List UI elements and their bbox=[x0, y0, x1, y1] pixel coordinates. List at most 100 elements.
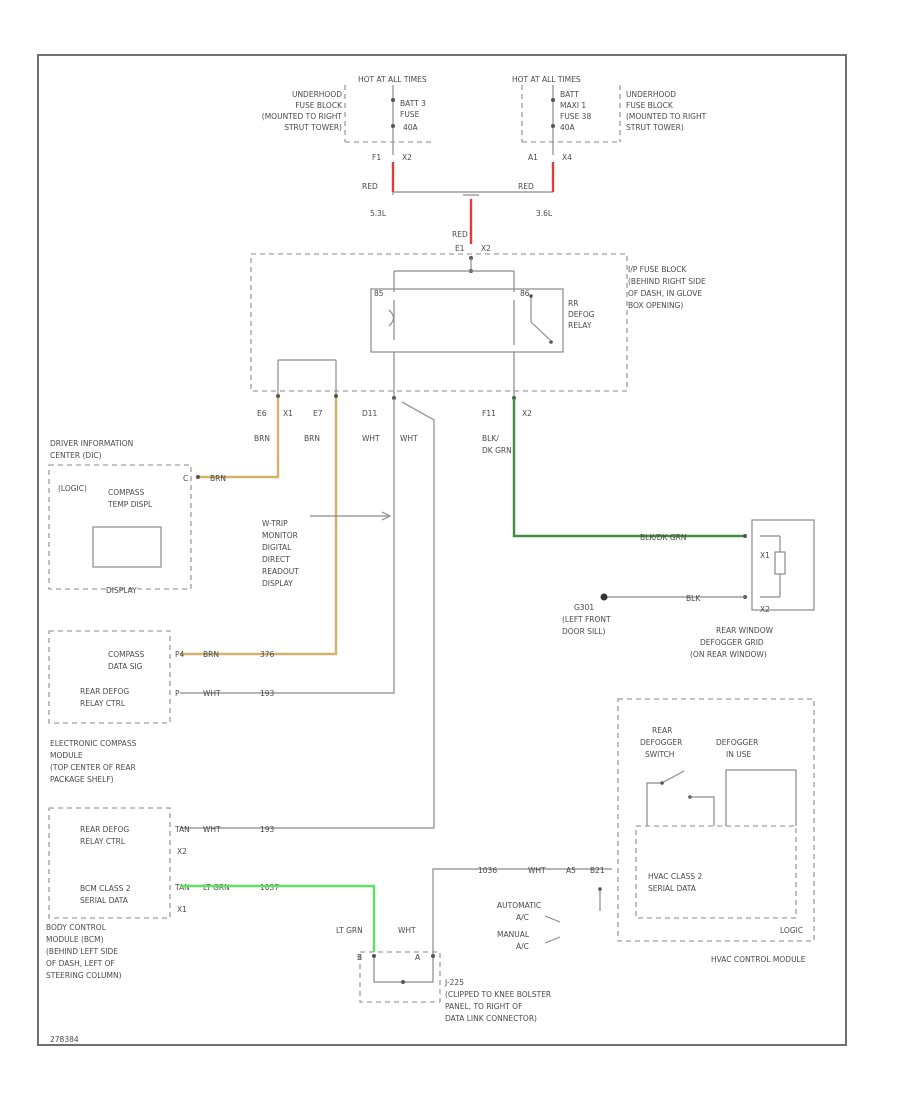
pin-center-b: X2 bbox=[481, 244, 491, 253]
pin-center-a: E1 bbox=[455, 244, 465, 253]
splice-pin-b: B bbox=[357, 953, 362, 962]
red-label-right: RED bbox=[518, 182, 534, 191]
wire-blk-2: DK GRN bbox=[482, 446, 512, 455]
ecm-title-2: MODULE bbox=[50, 751, 83, 760]
ip-desc-3: OF DASH, IN GLOVE bbox=[628, 289, 702, 298]
green-wire-grid bbox=[512, 398, 745, 538]
fuse-left-name-3: 40A bbox=[403, 123, 419, 132]
ip-desc-4: BOX OPENING) bbox=[628, 301, 683, 310]
bcm-w2-b: LT GRN bbox=[203, 883, 230, 892]
wire-wht-2: WHT bbox=[400, 434, 418, 443]
trip-1: W-TRIP bbox=[262, 519, 288, 528]
ecm-compass-1: COMPASS bbox=[108, 650, 145, 659]
splice-pin-a: A bbox=[415, 953, 421, 962]
red-label-left: RED bbox=[362, 182, 378, 191]
hvac-control-module: 1036 WHT A5 B21 AUTOMATIC A/C MANUAL A/C… bbox=[478, 698, 815, 964]
bcm-pin-x1: X1 bbox=[177, 905, 187, 914]
ecm-w1a: BRN bbox=[203, 650, 219, 659]
fuse-right-name-1: BATT bbox=[560, 90, 579, 99]
splice-j225: LT GRN WHT B A J-225 (CLIPPED TO KNEE BO… bbox=[336, 926, 551, 1023]
grid-title-2: DEFOGGER GRID bbox=[700, 638, 764, 647]
driver-information-center: DRIVER INFORMATION CENTER (DIC) C BRN (L… bbox=[48, 439, 226, 595]
splice-wht: WHT bbox=[398, 926, 416, 935]
bcm-pin-x2: X2 bbox=[177, 847, 187, 856]
dic-wire-brn: BRN bbox=[210, 474, 226, 483]
grid-wire: BLK/DK GRN bbox=[640, 533, 686, 542]
wire-wht-1: WHT bbox=[362, 434, 380, 443]
bcm-w1-c: 193 bbox=[260, 825, 275, 834]
hvac-serial-1: HVAC CLASS 2 bbox=[648, 872, 703, 881]
hvac-manual-2: A/C bbox=[516, 942, 529, 951]
dic-conn: C bbox=[183, 474, 188, 483]
trip-5: READOUT bbox=[262, 567, 299, 576]
ip-fuse-block: 85 86 RR DEFOG RELAY I/P FUSE BLOCK (BEH… bbox=[250, 253, 706, 418]
body-control-module: REAR DEFOG RELAY CTRL BCM CLASS 2 SERIAL… bbox=[46, 807, 279, 980]
pin-right-b: X4 bbox=[562, 153, 572, 162]
hvac-serial-2: SERIAL DATA bbox=[648, 884, 697, 893]
splice-desc-3: PANEL, TO RIGHT OF bbox=[445, 1002, 522, 1011]
ltgrn-wire bbox=[180, 884, 376, 952]
fuse-left-desc-2: FUSE BLOCK bbox=[295, 101, 343, 110]
dic-compass-1: COMPASS bbox=[108, 488, 145, 497]
ecm-defog-1: REAR DEFOG bbox=[80, 687, 129, 696]
hvac-switch-1: REAR bbox=[652, 726, 672, 735]
grid-title-3: (ON REAR WINDOW) bbox=[690, 650, 767, 659]
hvac-auto-1: AUTOMATIC bbox=[497, 901, 541, 910]
fuse-left-desc-3: (MOUNTED TO RIGHT bbox=[262, 112, 343, 121]
grid-pin-2: X2 bbox=[760, 605, 770, 614]
ip-pin-x2: X2 bbox=[522, 409, 532, 418]
hvac-wire-4: B21 bbox=[590, 866, 605, 875]
bcm-w2-a: TAN bbox=[174, 883, 190, 892]
ip-pin-x1: X1 bbox=[283, 409, 293, 418]
hot-label-right: HOT AT ALL TIMES bbox=[512, 75, 581, 84]
hvac-manual-1: MANUAL bbox=[497, 930, 530, 939]
relay-label-1: RR bbox=[568, 299, 578, 308]
bcm-title-1: BODY CONTROL bbox=[46, 923, 107, 932]
ecm-w2a: WHT bbox=[203, 689, 221, 698]
ecm-title-1: ELECTRONIC COMPASS bbox=[50, 739, 137, 748]
ground-1: G301 bbox=[574, 603, 594, 612]
bcm-title-4: OF DASH, LEFT OF bbox=[46, 959, 115, 968]
bcm-defog-1: REAR DEFOG bbox=[80, 825, 129, 834]
ip-pin-e7: E7 bbox=[313, 409, 323, 418]
ecm-w2b: 193 bbox=[260, 689, 275, 698]
fuse-left-desc-4: STRUT TOWER) bbox=[284, 123, 342, 132]
fuse-left-name-1: BATT 3 bbox=[400, 99, 426, 108]
ecm-compass-2: DATA SIG bbox=[108, 662, 143, 671]
hot-label-left: HOT AT ALL TIMES bbox=[358, 75, 427, 84]
ecm-title-3: (TOP CENTER OF REAR bbox=[50, 763, 136, 772]
relay-pin-85: 85 bbox=[374, 289, 384, 298]
trip-6: DISPLAY bbox=[262, 579, 293, 588]
dic-title-1: DRIVER INFORMATION bbox=[50, 439, 133, 448]
hvac-switch-3: SWITCH bbox=[645, 750, 674, 759]
wire-brn-2: BRN bbox=[304, 434, 320, 443]
trip-3: DIGITAL bbox=[262, 543, 292, 552]
ecm-title-4: PACKAGE SHELF) bbox=[50, 775, 114, 784]
engine-right: 3.6L bbox=[536, 209, 553, 218]
ecm-w1b: 376 bbox=[260, 650, 275, 659]
pin-right-a: A1 bbox=[528, 153, 538, 162]
fuse-right-name-3: FUSE 38 bbox=[560, 112, 591, 121]
bcm-w2-c: 1037 bbox=[260, 883, 279, 892]
fuse-right-desc-2: FUSE BLOCK bbox=[626, 101, 674, 110]
fuse-right-name-2: MAXI 1 bbox=[560, 101, 586, 110]
fuse-right-desc-4: STRUT TOWER) bbox=[626, 123, 684, 132]
engine-left: 5.3L bbox=[370, 209, 387, 218]
hvac-inuse-2: IN USE bbox=[726, 750, 751, 759]
trip-monitor-note: W-TRIP MONITOR DIGITAL DIRECT READOUT DI… bbox=[262, 511, 392, 588]
hvac-logic: LOGIC bbox=[780, 926, 803, 935]
ip-pin-e6: E6 bbox=[257, 409, 267, 418]
ground-3: DOOR SILL) bbox=[562, 627, 606, 636]
dic-logic: (LOGIC) bbox=[58, 484, 87, 493]
relay-label-3: RELAY bbox=[568, 321, 592, 330]
ip-pin-f11: F11 bbox=[482, 409, 496, 418]
ip-desc-2: (BEHIND RIGHT SIDE bbox=[628, 277, 706, 286]
hvac-wire-1: 1036 bbox=[478, 866, 497, 875]
ecm-defog-2: RELAY CTRL bbox=[80, 699, 126, 708]
bcm-w1-b: WHT bbox=[203, 825, 221, 834]
splice-desc-1: J-225 bbox=[444, 978, 464, 987]
splice-ltgrn: LT GRN bbox=[336, 926, 363, 935]
dic-display: DISPLAY bbox=[106, 586, 137, 595]
bcm-defog-2: RELAY CTRL bbox=[80, 837, 126, 846]
